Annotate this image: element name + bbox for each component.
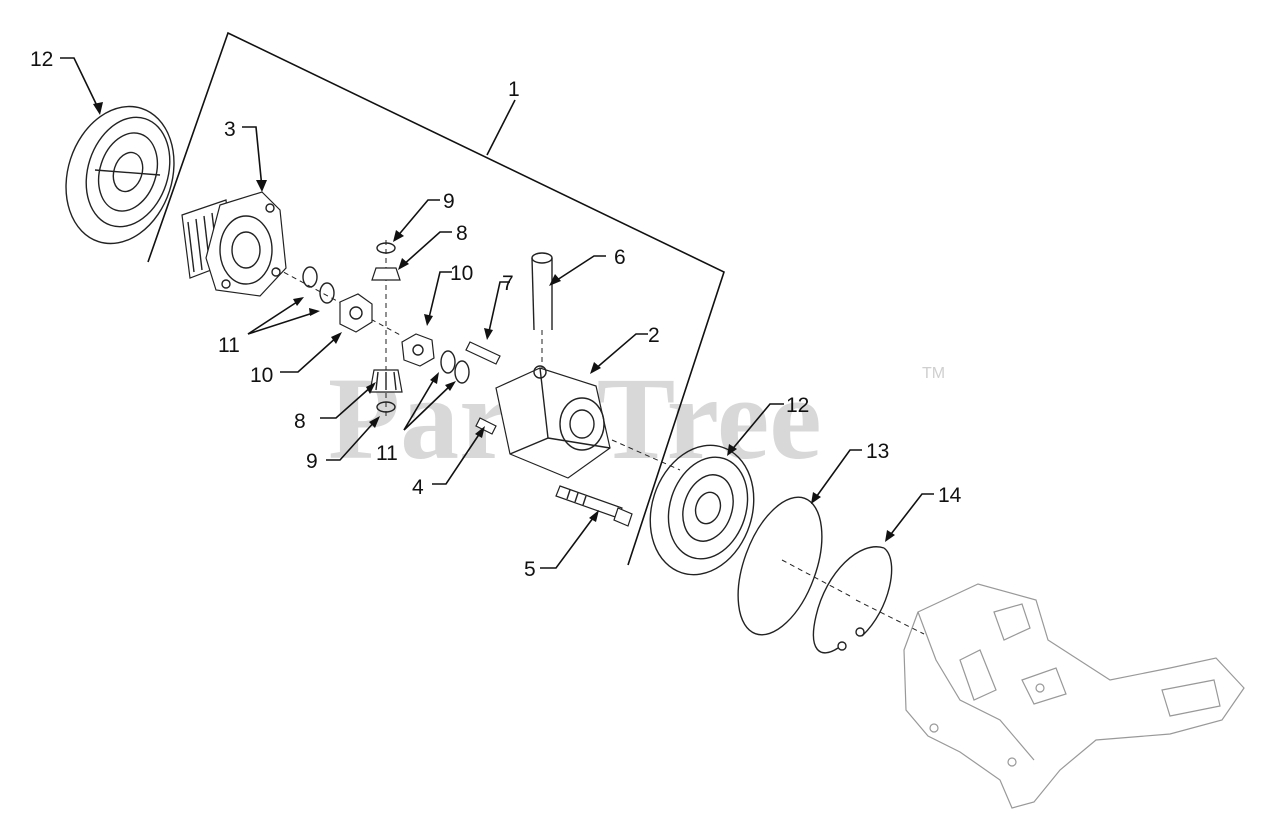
callout-10-right: 10: [450, 262, 473, 285]
callout-11-bottom: 11: [376, 442, 398, 465]
leader-lines: [60, 57, 934, 569]
callout-9-bottom: 9: [306, 450, 318, 473]
callout-8-bottom: 8: [294, 410, 306, 433]
part-pin: [465, 341, 501, 365]
part-gear-lower: [401, 333, 435, 367]
part-transmission-housing: [903, 583, 1245, 809]
callout-9-top: 9: [443, 190, 455, 213]
part-seal-left: [65, 105, 175, 245]
callout-13: 13: [866, 440, 889, 463]
callout-8-top: 8: [456, 222, 468, 245]
part-o-ring-lower-1: [440, 350, 456, 374]
part-washer-top: [376, 242, 396, 254]
callout-5: 5: [524, 558, 536, 581]
part-gear-upper: [339, 293, 373, 333]
callout-12-right: 12: [786, 394, 809, 417]
part-end-cover: [181, 191, 287, 297]
part-gear-top: [371, 267, 401, 281]
part-large-o-ring: [737, 496, 823, 636]
part-snap-ring: [812, 546, 893, 654]
callout-10-left: 10: [250, 364, 273, 387]
part-bolt: [555, 485, 633, 527]
callout-11-left: 11: [218, 334, 240, 357]
callout-6: 6: [614, 246, 626, 269]
part-rod: [531, 252, 553, 368]
callout-2: 2: [648, 324, 660, 347]
callout-1: 1: [508, 78, 520, 101]
callout-7: 7: [502, 272, 514, 295]
assembly-bracket: [147, 31, 725, 566]
callout-4: 4: [412, 476, 424, 499]
watermark-trademark: TM: [922, 365, 945, 382]
part-seal-right: [649, 444, 755, 576]
part-small-pin: [475, 417, 497, 435]
callout-12-left: 12: [30, 48, 53, 71]
part-pump-housing: [495, 365, 681, 479]
callout-14: 14: [938, 484, 962, 507]
callout-3: 3: [224, 118, 236, 141]
part-o-ring-lower-2: [454, 360, 470, 384]
part-washer-bottom: [376, 401, 396, 413]
part-o-rings-upper: [275, 266, 403, 337]
